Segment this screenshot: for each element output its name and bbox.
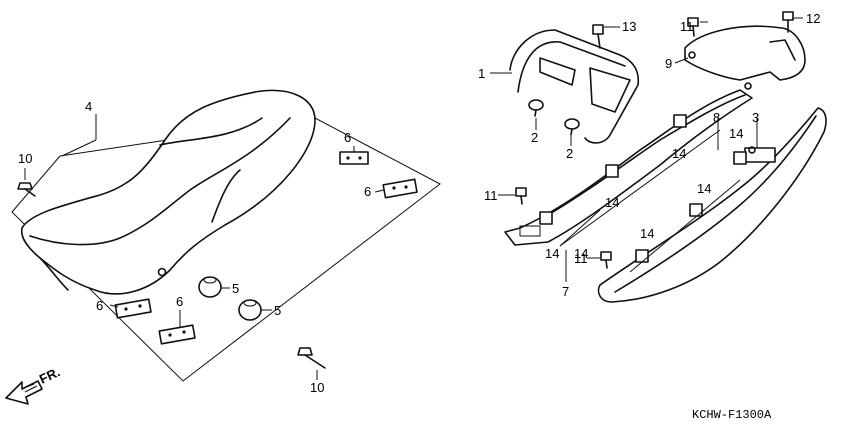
callout-11-top: 11 (680, 19, 694, 34)
seat[interactable] (20, 89, 316, 295)
bolt-10-bottom[interactable] (297, 347, 326, 369)
callout-14-g: 14 (574, 246, 588, 261)
callout-8: 8 (713, 110, 720, 125)
callout-6-top: 6 (344, 130, 351, 145)
callout-1: 1 (478, 66, 485, 81)
cushion-tape-4[interactable] (635, 249, 649, 263)
callout-9: 9 (665, 56, 672, 71)
seat-damper-bottom[interactable] (158, 324, 196, 345)
rear-cowl-right[interactable] (597, 107, 827, 303)
callout-14-a: 14 (729, 126, 743, 141)
callout-2-b: 2 (566, 146, 573, 161)
rear-cowl-left[interactable] (504, 89, 753, 246)
callout-14-c: 14 (697, 181, 711, 196)
front-arrow-icon (5, 380, 43, 405)
callout-6-mid: 6 (364, 184, 371, 199)
callout-6-bottom: 6 (176, 294, 183, 309)
callout-14-d: 14 (605, 195, 619, 210)
callout-14-f: 14 (545, 246, 559, 261)
leader-lines (24, 17, 803, 380)
bolt-11-mid[interactable] (515, 187, 527, 205)
callout-12: 12 (806, 11, 820, 26)
seat-cowl-center[interactable] (684, 25, 806, 90)
bolt-11-top[interactable] (687, 17, 699, 37)
cushion-tape-2[interactable] (605, 164, 619, 178)
callout-11-bottom: 11 (574, 251, 588, 266)
callout-10-bottom: 10 (310, 380, 324, 395)
callout-11-mid: 11 (484, 188, 498, 203)
grab-rail-bolt[interactable] (592, 24, 604, 49)
cowl-bolt-12[interactable] (782, 11, 794, 33)
grommet-a[interactable] (528, 99, 544, 117)
diagram-code: KCHW-F1300A (692, 408, 772, 422)
seat-damper-top[interactable] (339, 151, 369, 165)
callout-6-left: 6 (96, 298, 103, 313)
callout-5-b: 5 (274, 303, 281, 318)
seat-damper-left[interactable] (114, 298, 152, 319)
callout-10-top: 10 (18, 151, 32, 166)
callout-3: 3 (752, 110, 759, 125)
callout-5-a: 5 (232, 281, 239, 296)
callout-4: 4 (85, 99, 92, 114)
cushion-tape-3[interactable] (673, 114, 687, 128)
rubber-cushion-a[interactable] (198, 276, 222, 298)
callout-2-a: 2 (531, 130, 538, 145)
seat-damper-mid[interactable] (382, 178, 418, 199)
grommet-b[interactable] (564, 118, 580, 136)
rubber-cushion-b[interactable] (238, 299, 262, 321)
callout-14-b: 14 (672, 146, 686, 161)
grab-rail[interactable] (509, 29, 640, 144)
front-marker: FR. (37, 364, 62, 386)
callout-14-e: 14 (640, 226, 654, 241)
bolt-11-bottom[interactable] (600, 251, 612, 269)
cushion-tape-5[interactable] (689, 203, 703, 217)
callout-13: 13 (622, 19, 636, 34)
cushion-tape-1[interactable] (539, 211, 553, 225)
cushion-tape-6[interactable] (733, 151, 747, 165)
callout-7: 7 (562, 284, 569, 299)
bolt-10-top[interactable] (17, 182, 36, 197)
